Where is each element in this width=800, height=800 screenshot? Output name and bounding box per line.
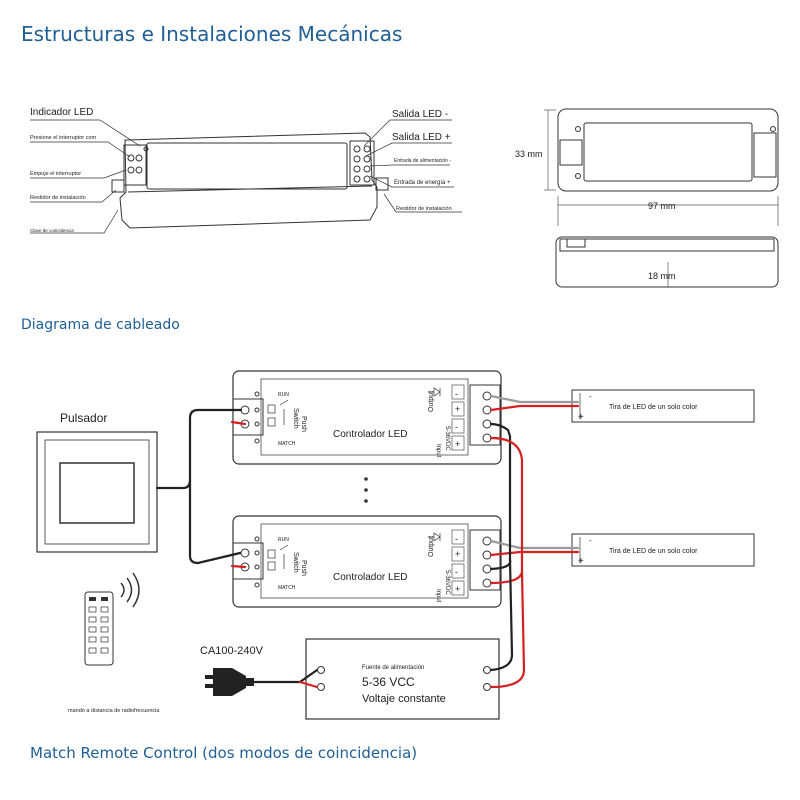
c2-sign-1: -: [455, 534, 458, 544]
leader-lines-right: [363, 119, 462, 213]
c2-input-label: Input: [435, 589, 441, 603]
c2-sign-2: +: [455, 549, 460, 559]
remote-label: mando a distancia de radiofrecuencia: [68, 708, 160, 714]
label-power-in-minus: Entrada de alimentación -: [394, 158, 451, 164]
rf-remote-icon: [84, 572, 140, 666]
c1-sign-3: -: [455, 422, 458, 432]
c1-output-label: Output: [428, 391, 435, 412]
c1-input-label: Input: [435, 444, 441, 458]
wall-push-switch: [36, 431, 158, 553]
label-led-out-minus: Salida LED -: [392, 109, 448, 120]
c1-sign-1: -: [455, 389, 458, 399]
strip-1-minus: -: [589, 392, 592, 401]
c1-sign-4: +: [455, 439, 460, 449]
controller-side-view: [555, 236, 779, 288]
dim-length: 97 mm: [648, 201, 676, 211]
strip-2-plus: +: [578, 556, 584, 567]
psu-mode: Voltaje constante: [362, 693, 446, 705]
c1-title: Controlador LED: [333, 429, 407, 440]
wiring-section-title: Diagrama de cableado: [21, 317, 180, 333]
dim-depth: 18 mm: [648, 271, 676, 281]
label-mount-right: Restidor de instalación: [396, 206, 452, 212]
label-mount-left: Restidor de instalación: [30, 195, 86, 201]
c2-switch-label: Switch: [292, 552, 299, 573]
controller-top-view: [557, 108, 779, 192]
c1-match-label: MATCH: [278, 441, 296, 447]
led-strip-2: [571, 533, 755, 567]
c1-run-label: RUN: [278, 392, 289, 398]
label-led-indicator: Indicador LED: [30, 107, 93, 118]
c2-title: Controlador LED: [333, 572, 407, 583]
label-led-out-plus: Salida LED +: [392, 132, 451, 143]
c1-push-label: Push: [300, 416, 307, 432]
c2-push-label: Push: [300, 560, 307, 576]
psu-voltage: 5-36 VCC: [362, 675, 415, 689]
dimension-lines: [544, 109, 779, 287]
c2-input-voltage: 5-36VDC: [444, 570, 450, 595]
label-push-switch-com: Presione el interruptor com: [30, 135, 96, 141]
strip-2-label: Tira de LED de un solo color: [609, 548, 698, 555]
match-section-title: Match Remote Control (dos modos de coinc…: [30, 744, 418, 762]
leader-lines-left: [30, 119, 141, 234]
continuation-dots: [364, 477, 368, 503]
controller-isometric-view: [111, 132, 389, 229]
page-title: Estructuras e Instalaciones Mecánicas: [21, 22, 403, 46]
psu-label: Fuente de alimentación: [362, 665, 424, 671]
push-switch-label: Pulsador: [60, 411, 107, 425]
c2-run-label: RUN: [278, 537, 289, 543]
c2-match-label: MATCH: [278, 585, 296, 591]
mains-voltage-label: CA100-240V: [200, 645, 264, 657]
c2-sign-4: +: [455, 584, 460, 594]
c1-sign-2: +: [455, 404, 460, 414]
controller-1: [232, 370, 502, 465]
strip-1-label: Tira de LED de un solo color: [609, 404, 698, 411]
c2-sign-3: -: [455, 567, 458, 577]
label-match-key: Clave de coincidencia: [30, 228, 74, 233]
c2-output-label: Output: [428, 536, 435, 557]
controller-2: [232, 515, 502, 608]
strip-2-minus: -: [589, 536, 592, 545]
c1-input-voltage: 5-36VDC: [444, 426, 450, 451]
ac-plug-icon: [205, 668, 254, 696]
wiring-lines: [155, 394, 580, 689]
c1-switch-label: Switch: [292, 408, 299, 429]
label-push-switch: Empuje el interruptor: [30, 171, 81, 177]
dim-height: 33 mm: [515, 149, 543, 159]
label-power-in-plus: Entrada de energía +: [394, 180, 451, 186]
strip-1-plus: +: [578, 412, 584, 423]
